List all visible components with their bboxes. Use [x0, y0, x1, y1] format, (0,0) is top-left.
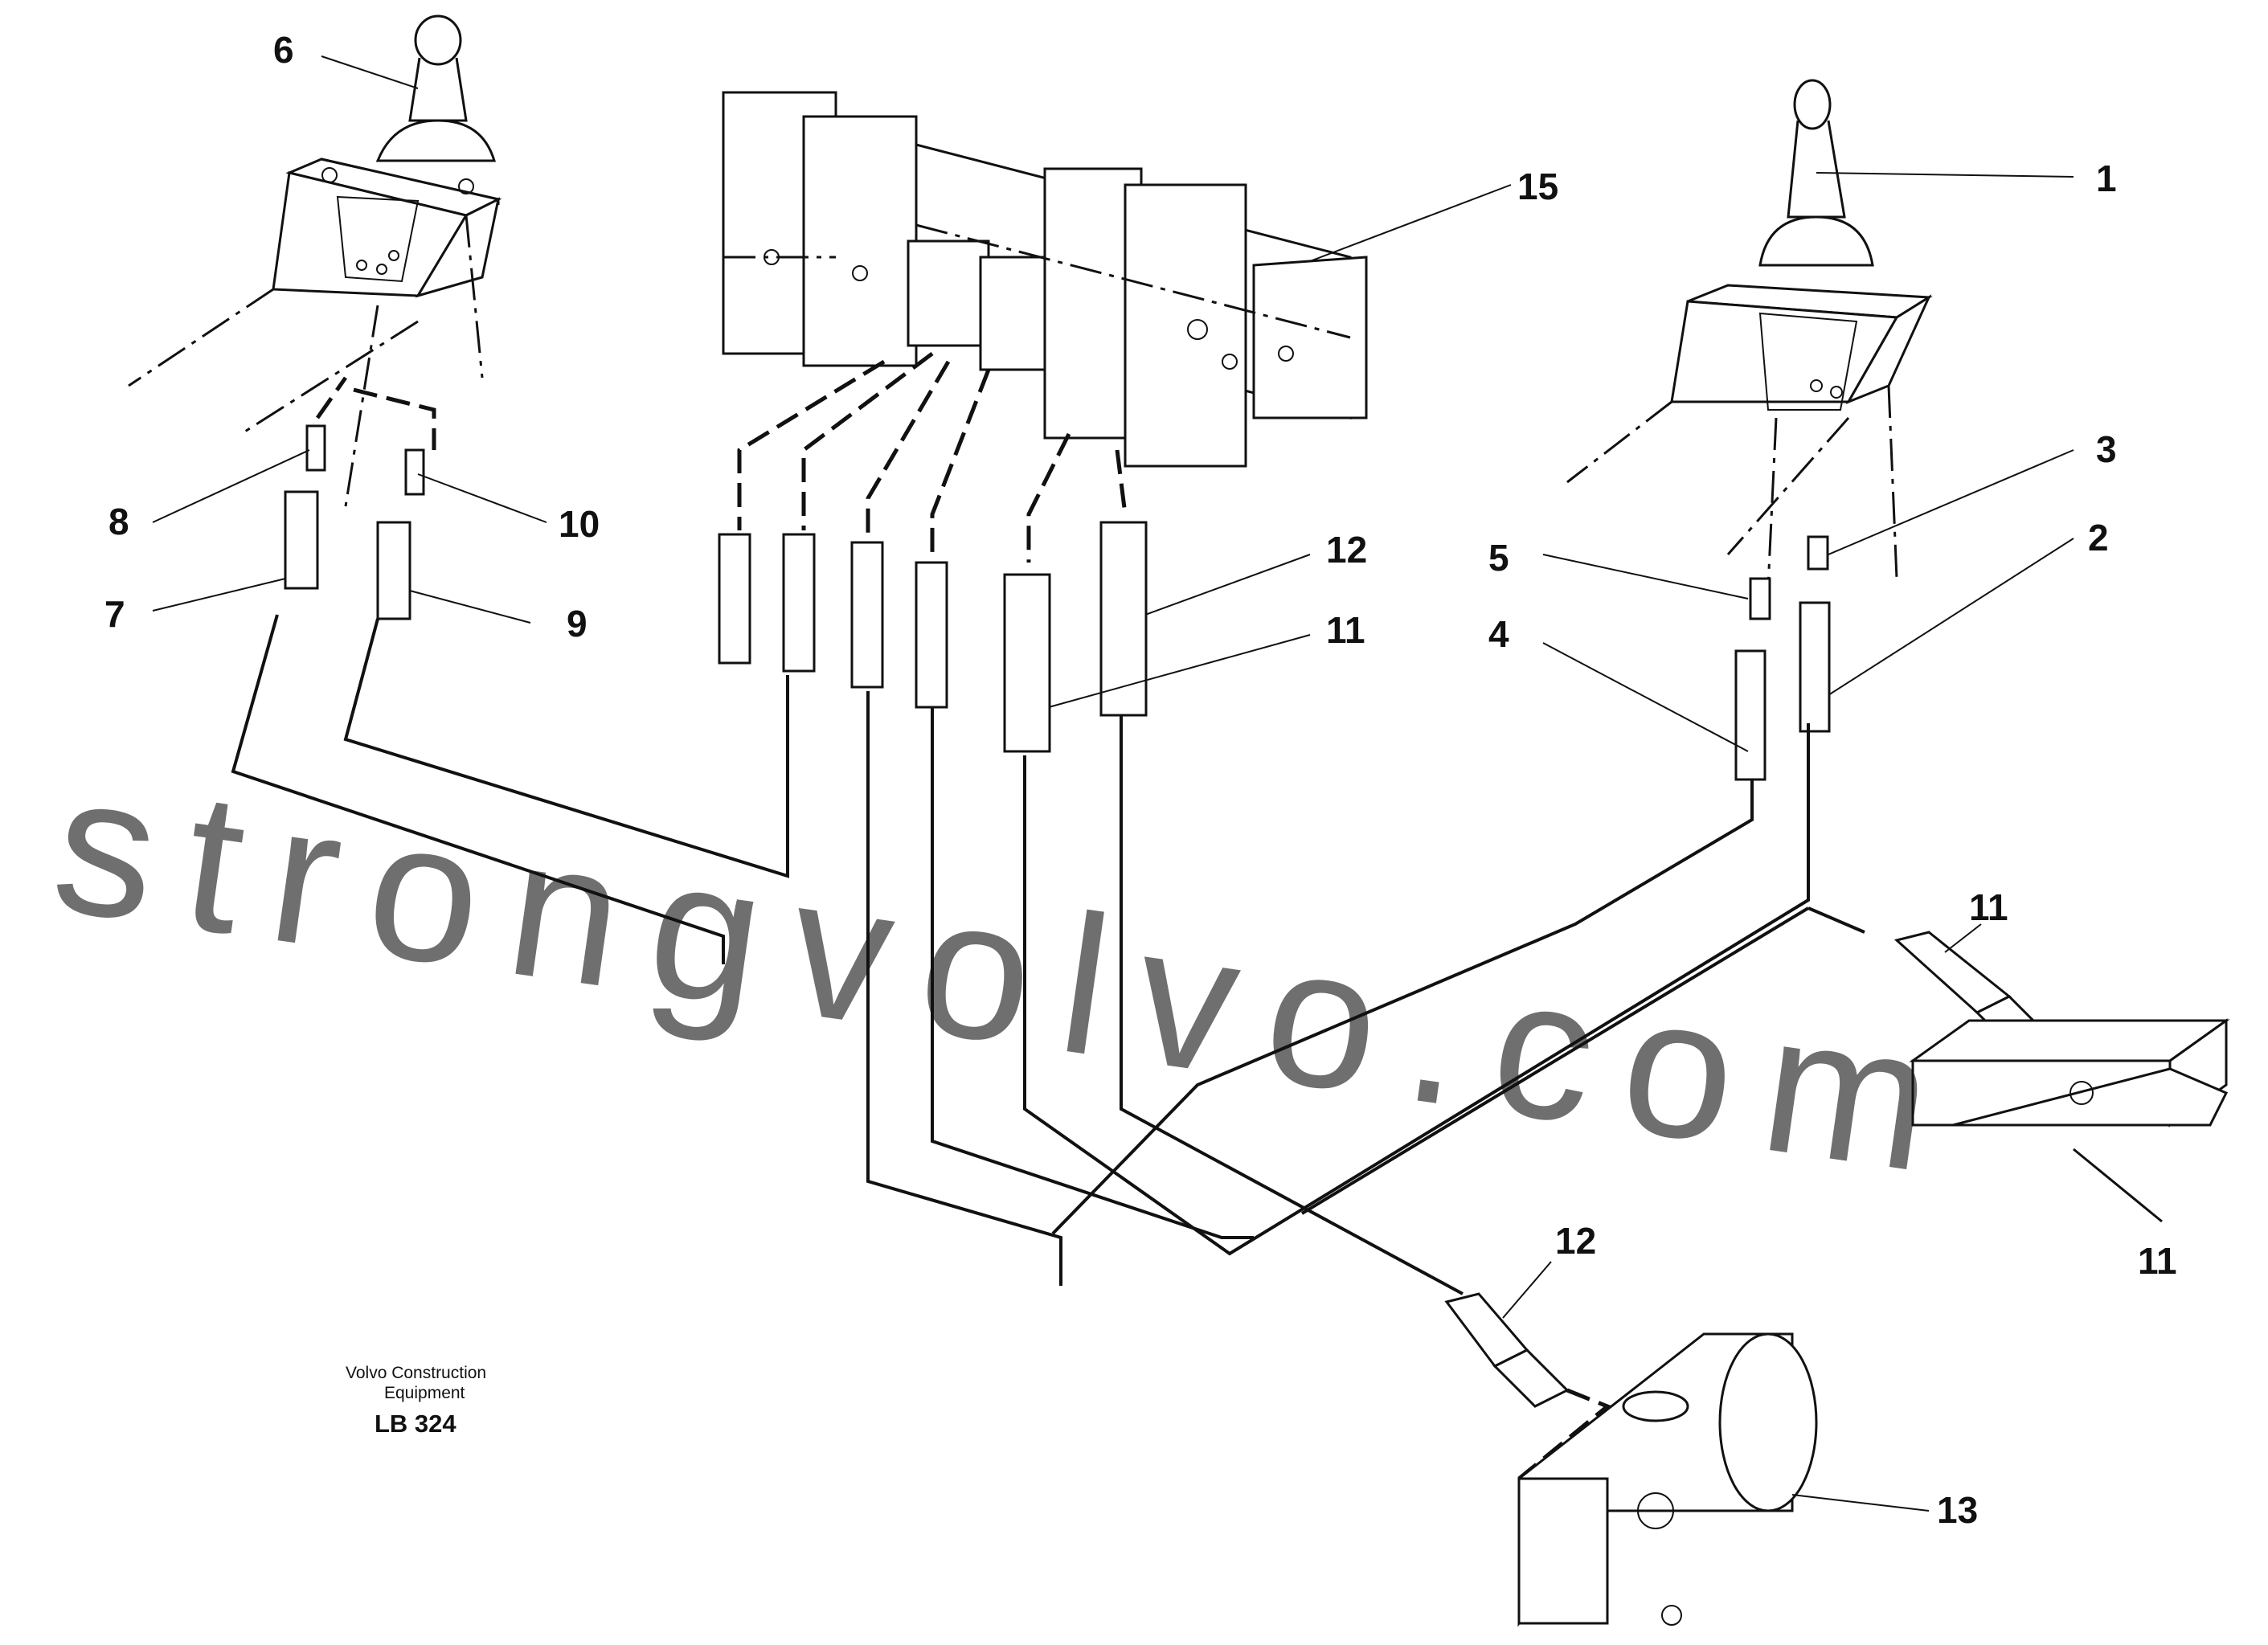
valve-pilot-lines: [737, 352, 1128, 563]
right-control-lever: [1566, 79, 1933, 587]
fitting-5: [1749, 577, 1771, 620]
callout-1: 1: [2096, 158, 2117, 199]
callout-6: 6: [273, 29, 294, 71]
diagram-caption: Volvo Construction Equipment LB 324: [346, 1364, 486, 1438]
callout-12-top: 12: [1326, 529, 1367, 571]
callout-9: 9: [567, 603, 587, 644]
control-valve-block: [722, 91, 1368, 468]
hose-end-7: [284, 490, 319, 590]
caption-line-2: Equipment: [384, 1384, 465, 1402]
right-connector-assembly: [1893, 931, 2230, 1223]
fitting-3: [1807, 535, 1829, 571]
callout-11-right: 11: [1969, 886, 2008, 928]
callout-5: 5: [1488, 537, 1509, 579]
hose-end-9: [376, 521, 411, 620]
callout-10: 10: [559, 503, 600, 545]
hose-end-2: [1799, 601, 1831, 733]
fitting-8: [305, 424, 326, 472]
caption-line-1: Volvo Construction: [346, 1364, 486, 1382]
bottom-cylinder-assembly: [1444, 1292, 1818, 1627]
callout-13: 13: [1937, 1489, 1978, 1531]
hose-end-11: [1003, 573, 1051, 753]
centre-fittings: [718, 521, 1148, 753]
hydraulic-hoses: [231, 614, 1865, 1295]
caption-code: LB 324: [375, 1410, 456, 1438]
callout-2: 2: [2088, 517, 2109, 559]
left-fittings: [284, 376, 436, 620]
fitting-10: [404, 448, 425, 496]
watermark: strongvolvo.com: [43, 731, 1976, 1217]
callout-15: 15: [1517, 166, 1558, 207]
callout-12-bottom: 12: [1555, 1220, 1596, 1262]
callout-7: 7: [104, 593, 125, 635]
callouts: 6 1 15 8 10 7 9 3 2 5 4 12 11 11 11 12 1…: [104, 29, 2177, 1531]
callout-11-lower: 11: [2138, 1240, 2177, 1282]
right-fittings: [1734, 535, 1831, 781]
callout-3: 3: [2096, 428, 2117, 470]
callout-11-top: 11: [1326, 609, 1365, 651]
leader-lines: [152, 55, 2074, 1512]
left-control-lever: [128, 14, 502, 507]
callout-4: 4: [1488, 613, 1509, 655]
hose-end-4: [1734, 649, 1767, 781]
callout-8: 8: [108, 501, 129, 542]
